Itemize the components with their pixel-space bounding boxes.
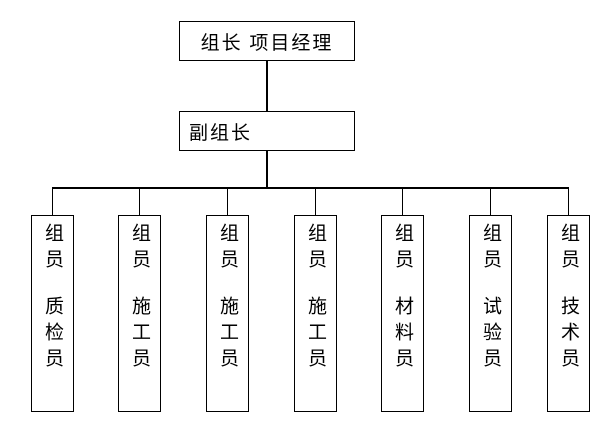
member-node-constructor-1: 组员 施工员 [118, 215, 161, 412]
member-node-materials-clerk: 组员 材料员 [381, 215, 424, 412]
member-role: 组员 [558, 223, 579, 275]
member-title: 质检员 [42, 296, 63, 374]
connector-deputy-bus [266, 151, 268, 187]
member-role: 组员 [392, 223, 413, 275]
member-title: 材料员 [392, 296, 413, 374]
connector-bus [51, 187, 569, 189]
member-role: 组员 [480, 223, 501, 275]
connector-drop-1 [51, 187, 54, 215]
connector-drop-3 [226, 187, 229, 215]
member-role: 组员 [42, 223, 63, 275]
member-node-test-technician: 组员 试验员 [469, 215, 512, 412]
connector-drop-5 [401, 187, 404, 215]
connector-leader-deputy [266, 60, 268, 111]
member-title: 技术员 [558, 296, 579, 374]
connector-drop-2 [138, 187, 141, 215]
leader-label: 组长 项目经理 [200, 32, 334, 54]
connector-drop-6 [489, 187, 492, 215]
member-title: 试验员 [480, 296, 501, 374]
deputy-label: 副组长 [189, 122, 253, 144]
member-node-quality-inspector: 组员 质检员 [31, 215, 74, 412]
member-role: 组员 [217, 223, 238, 275]
connector-drop-7 [567, 187, 570, 215]
member-role: 组员 [129, 223, 150, 275]
connector-drop-4 [314, 187, 317, 215]
member-node-technician: 组员 技术员 [547, 215, 590, 412]
member-node-constructor-2: 组员 施工员 [206, 215, 249, 412]
member-title: 施工员 [129, 296, 150, 374]
member-role: 组员 [305, 223, 326, 275]
member-title: 施工员 [305, 296, 326, 374]
leader-node: 组长 项目经理 [179, 21, 355, 61]
member-node-constructor-3: 组员 施工员 [294, 215, 337, 412]
deputy-node: 副组长 [179, 111, 355, 151]
member-title: 施工员 [217, 296, 238, 374]
